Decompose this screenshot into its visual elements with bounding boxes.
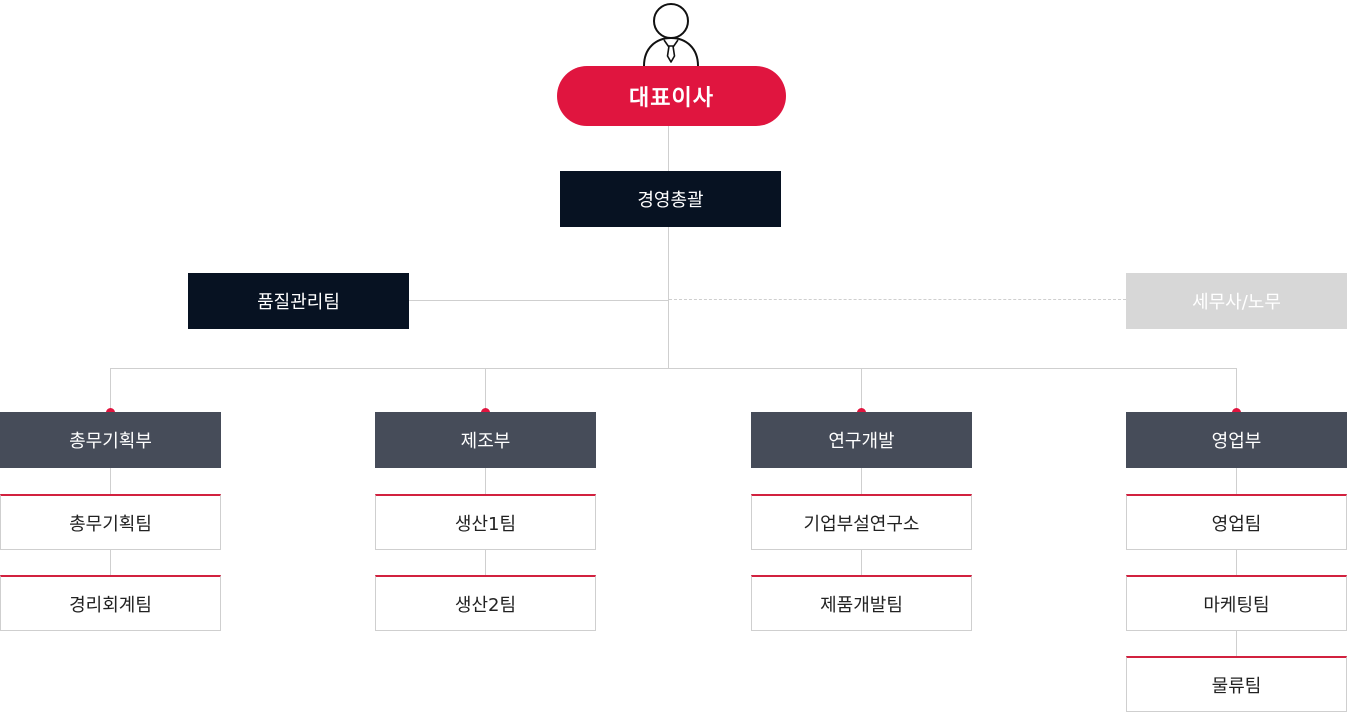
connector-dept-1 <box>110 368 111 412</box>
connector-team <box>1236 467 1237 657</box>
dept-rnd: 연구개발 <box>751 412 972 468</box>
person-with-tie-icon <box>640 0 702 66</box>
connector-dept-3 <box>861 368 862 412</box>
connector-dept-2 <box>485 368 486 412</box>
dept-sales: 영업부 <box>1126 412 1347 468</box>
team-node: 제품개발팀 <box>751 575 972 631</box>
team-node: 생산1팀 <box>375 494 596 550</box>
dept-manufacturing: 제조부 <box>375 412 596 468</box>
team-node: 물류팀 <box>1126 656 1347 712</box>
ceo-node: 대표이사 <box>557 66 786 126</box>
connector-tax-dashed <box>669 299 1126 300</box>
team-node: 영업팀 <box>1126 494 1347 550</box>
connector-ceo-to-general <box>668 126 669 171</box>
connector-quality <box>409 300 669 301</box>
team-node: 마케팅팀 <box>1126 575 1347 631</box>
connector-dept-4 <box>1236 368 1237 412</box>
team-node: 기업부설연구소 <box>751 494 972 550</box>
team-node: 경리회계팀 <box>0 575 221 631</box>
quality-team-node: 품질관리팀 <box>188 273 409 329</box>
connector-general-to-depts <box>668 227 669 369</box>
connector-dept-bus <box>110 368 1237 369</box>
team-node: 총무기획팀 <box>0 494 221 550</box>
dept-general-planning: 총무기획부 <box>0 412 221 468</box>
general-management-node: 경영총괄 <box>560 171 781 227</box>
tax-labor-node: 세무사/노무 <box>1126 273 1347 329</box>
team-node: 생산2팀 <box>375 575 596 631</box>
